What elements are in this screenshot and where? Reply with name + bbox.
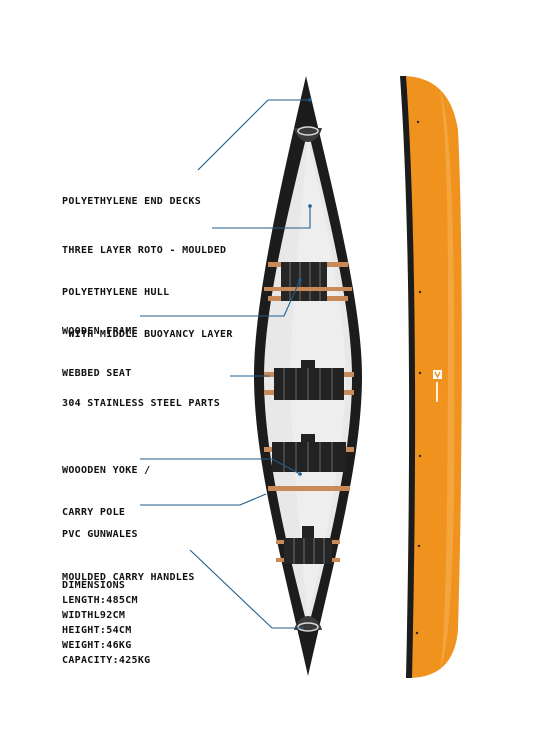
label-gunwales: PVC GUNWALES — [62, 529, 138, 540]
yoke-seat — [264, 434, 354, 491]
dimensions-heading: DIMENSIONS — [62, 580, 126, 591]
seat-front — [264, 262, 352, 301]
dimension-weight: WEIGHT:46KG — [62, 640, 132, 651]
label-steel-parts: 304 STAINLESS STEEL PARTS — [62, 398, 221, 409]
seat-middle — [264, 360, 354, 400]
carry-handle-bow — [297, 126, 319, 136]
brand-logo-icon — [433, 370, 442, 402]
canoe-side-gunwale — [400, 76, 416, 678]
dimension-capacity: CAPACITY:425KG — [62, 655, 151, 666]
dimension-height: HEIGHT:54CM — [62, 625, 132, 636]
dimension-length: LENGTH:485CM — [62, 595, 138, 606]
label-carry-handles: MOULDED CARRY HANDLES — [62, 572, 195, 583]
side-rivets — [415, 120, 422, 635]
label-seat: WOODEN FRAME WEBBED SEAT — [62, 326, 138, 379]
label-yoke: WOOODEN YOKE / CARRY POLE — [62, 465, 151, 518]
dimension-width: WIDTHL92CM — [62, 610, 126, 621]
label-hull: THREE LAYER ROTO - MOULDED POLYETHYLENE … — [62, 245, 233, 340]
leader-lines — [140, 99, 311, 629]
carry-handle-stern — [297, 622, 319, 632]
seat-rear — [276, 526, 340, 564]
dimensions-block: DIMENSIONS LENGTH:485CM WIDTHL92CM HEIGH… — [62, 578, 151, 668]
label-end-decks: POLYETHYLENE END DECKS — [62, 196, 202, 207]
